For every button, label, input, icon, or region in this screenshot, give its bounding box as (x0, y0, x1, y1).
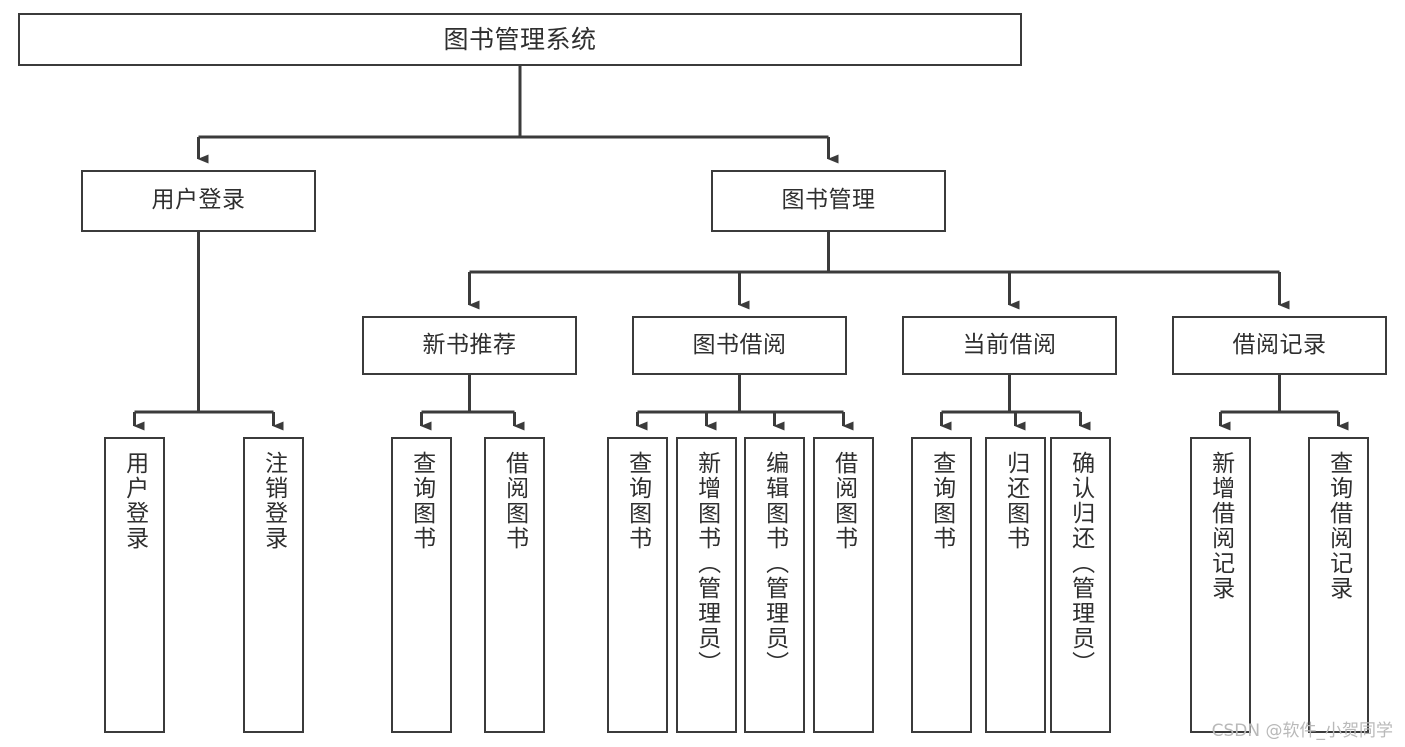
node-label: 图书借阅 (692, 331, 787, 358)
node-label: 查询图书 (928, 451, 955, 551)
node-leaf5[interactable]: 查询图书 (607, 437, 668, 733)
node-leaf4[interactable]: 借阅图书 (484, 437, 545, 733)
node-label: 图书管理 (781, 187, 876, 214)
node-leaf1[interactable]: 用户登录 (104, 437, 165, 733)
node-label: 用户登录 (151, 187, 246, 214)
node-borrow[interactable]: 图书借阅 (632, 316, 847, 375)
node-leaf10[interactable]: 归还图书 (985, 437, 1046, 733)
node-label: 查询图书 (624, 451, 651, 551)
node-label: 注销登录 (260, 451, 287, 551)
node-records[interactable]: 借阅记录 (1172, 316, 1387, 375)
node-leaf7[interactable]: 编辑图书（管理员） (744, 437, 805, 733)
node-label: 借阅记录 (1232, 331, 1327, 358)
node-leaf13[interactable]: 查询借阅记录 (1308, 437, 1369, 733)
node-leaf2[interactable]: 注销登录 (243, 437, 304, 733)
node-leaf11[interactable]: 确认归还（管理员） (1050, 437, 1111, 733)
node-label: 查询图书 (408, 451, 435, 551)
node-label: 归还图书 (1002, 451, 1029, 551)
node-leaf9[interactable]: 查询图书 (911, 437, 972, 733)
node-label: 查询借阅记录 (1325, 451, 1352, 601)
node-leaf6[interactable]: 新增图书（管理员） (676, 437, 737, 733)
node-label: 当前借阅 (962, 331, 1057, 358)
node-label: 新书推荐 (422, 331, 517, 358)
node-label: 确认归还（管理员） (1067, 451, 1094, 676)
node-label: 借阅图书 (501, 451, 528, 551)
node-current[interactable]: 当前借阅 (902, 316, 1117, 375)
node-leaf8[interactable]: 借阅图书 (813, 437, 874, 733)
node-login[interactable]: 用户登录 (81, 170, 316, 232)
node-newbook[interactable]: 新书推荐 (362, 316, 577, 375)
node-label: 新增图书（管理员） (693, 451, 720, 676)
node-label: 图书管理系统 (443, 24, 597, 54)
node-bookmgmt[interactable]: 图书管理 (711, 170, 946, 232)
node-label: 编辑图书（管理员） (761, 451, 788, 676)
node-root[interactable]: 图书管理系统 (18, 13, 1022, 66)
node-leaf12[interactable]: 新增借阅记录 (1190, 437, 1251, 733)
node-leaf3[interactable]: 查询图书 (391, 437, 452, 733)
node-label: 借阅图书 (830, 451, 857, 551)
node-label: 用户登录 (121, 451, 148, 551)
node-label: 新增借阅记录 (1207, 451, 1234, 601)
